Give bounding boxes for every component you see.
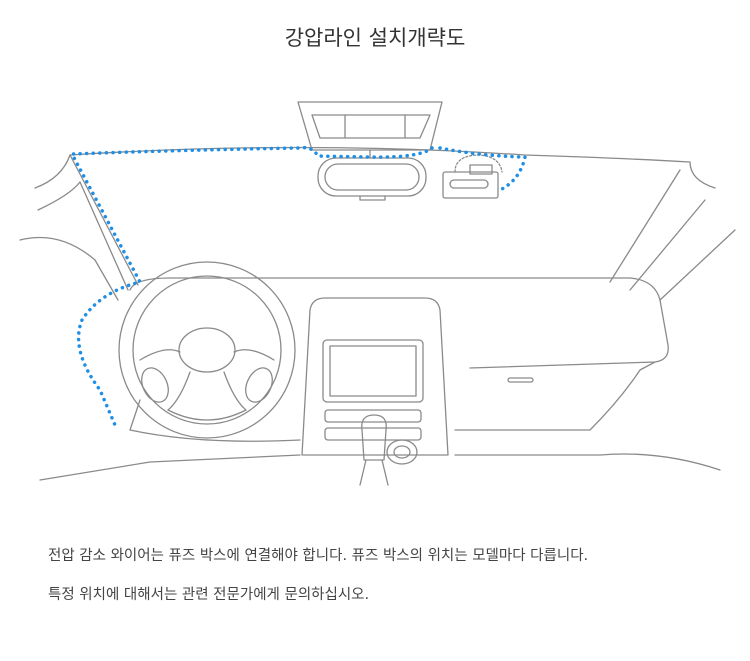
dash-cam xyxy=(442,171,499,199)
diagram-title: 강압라인 설치개략도 xyxy=(284,26,466,50)
rear-view-mirror xyxy=(317,157,427,197)
center-console xyxy=(301,297,449,456)
wire-route-right xyxy=(438,146,528,192)
instruction-line-2: 특정 위치에 대해서는 관련 전문가에게 문의하십시오. xyxy=(48,587,370,603)
infotainment-screen xyxy=(322,339,424,403)
power-socket xyxy=(386,439,418,465)
glovebox-handle xyxy=(507,377,534,383)
gear-shifter xyxy=(361,414,387,461)
steering-wheel xyxy=(118,261,296,439)
instruction-line-1: 전압 감소 와이어는 퓨즈 박스에 연결해야 합니다. 퓨즈 박스의 위치는 모… xyxy=(48,548,589,564)
right-a-pillar xyxy=(689,161,716,189)
dashboard xyxy=(129,277,669,369)
left-a-pillar xyxy=(34,154,139,286)
sensor-housing xyxy=(297,101,443,151)
